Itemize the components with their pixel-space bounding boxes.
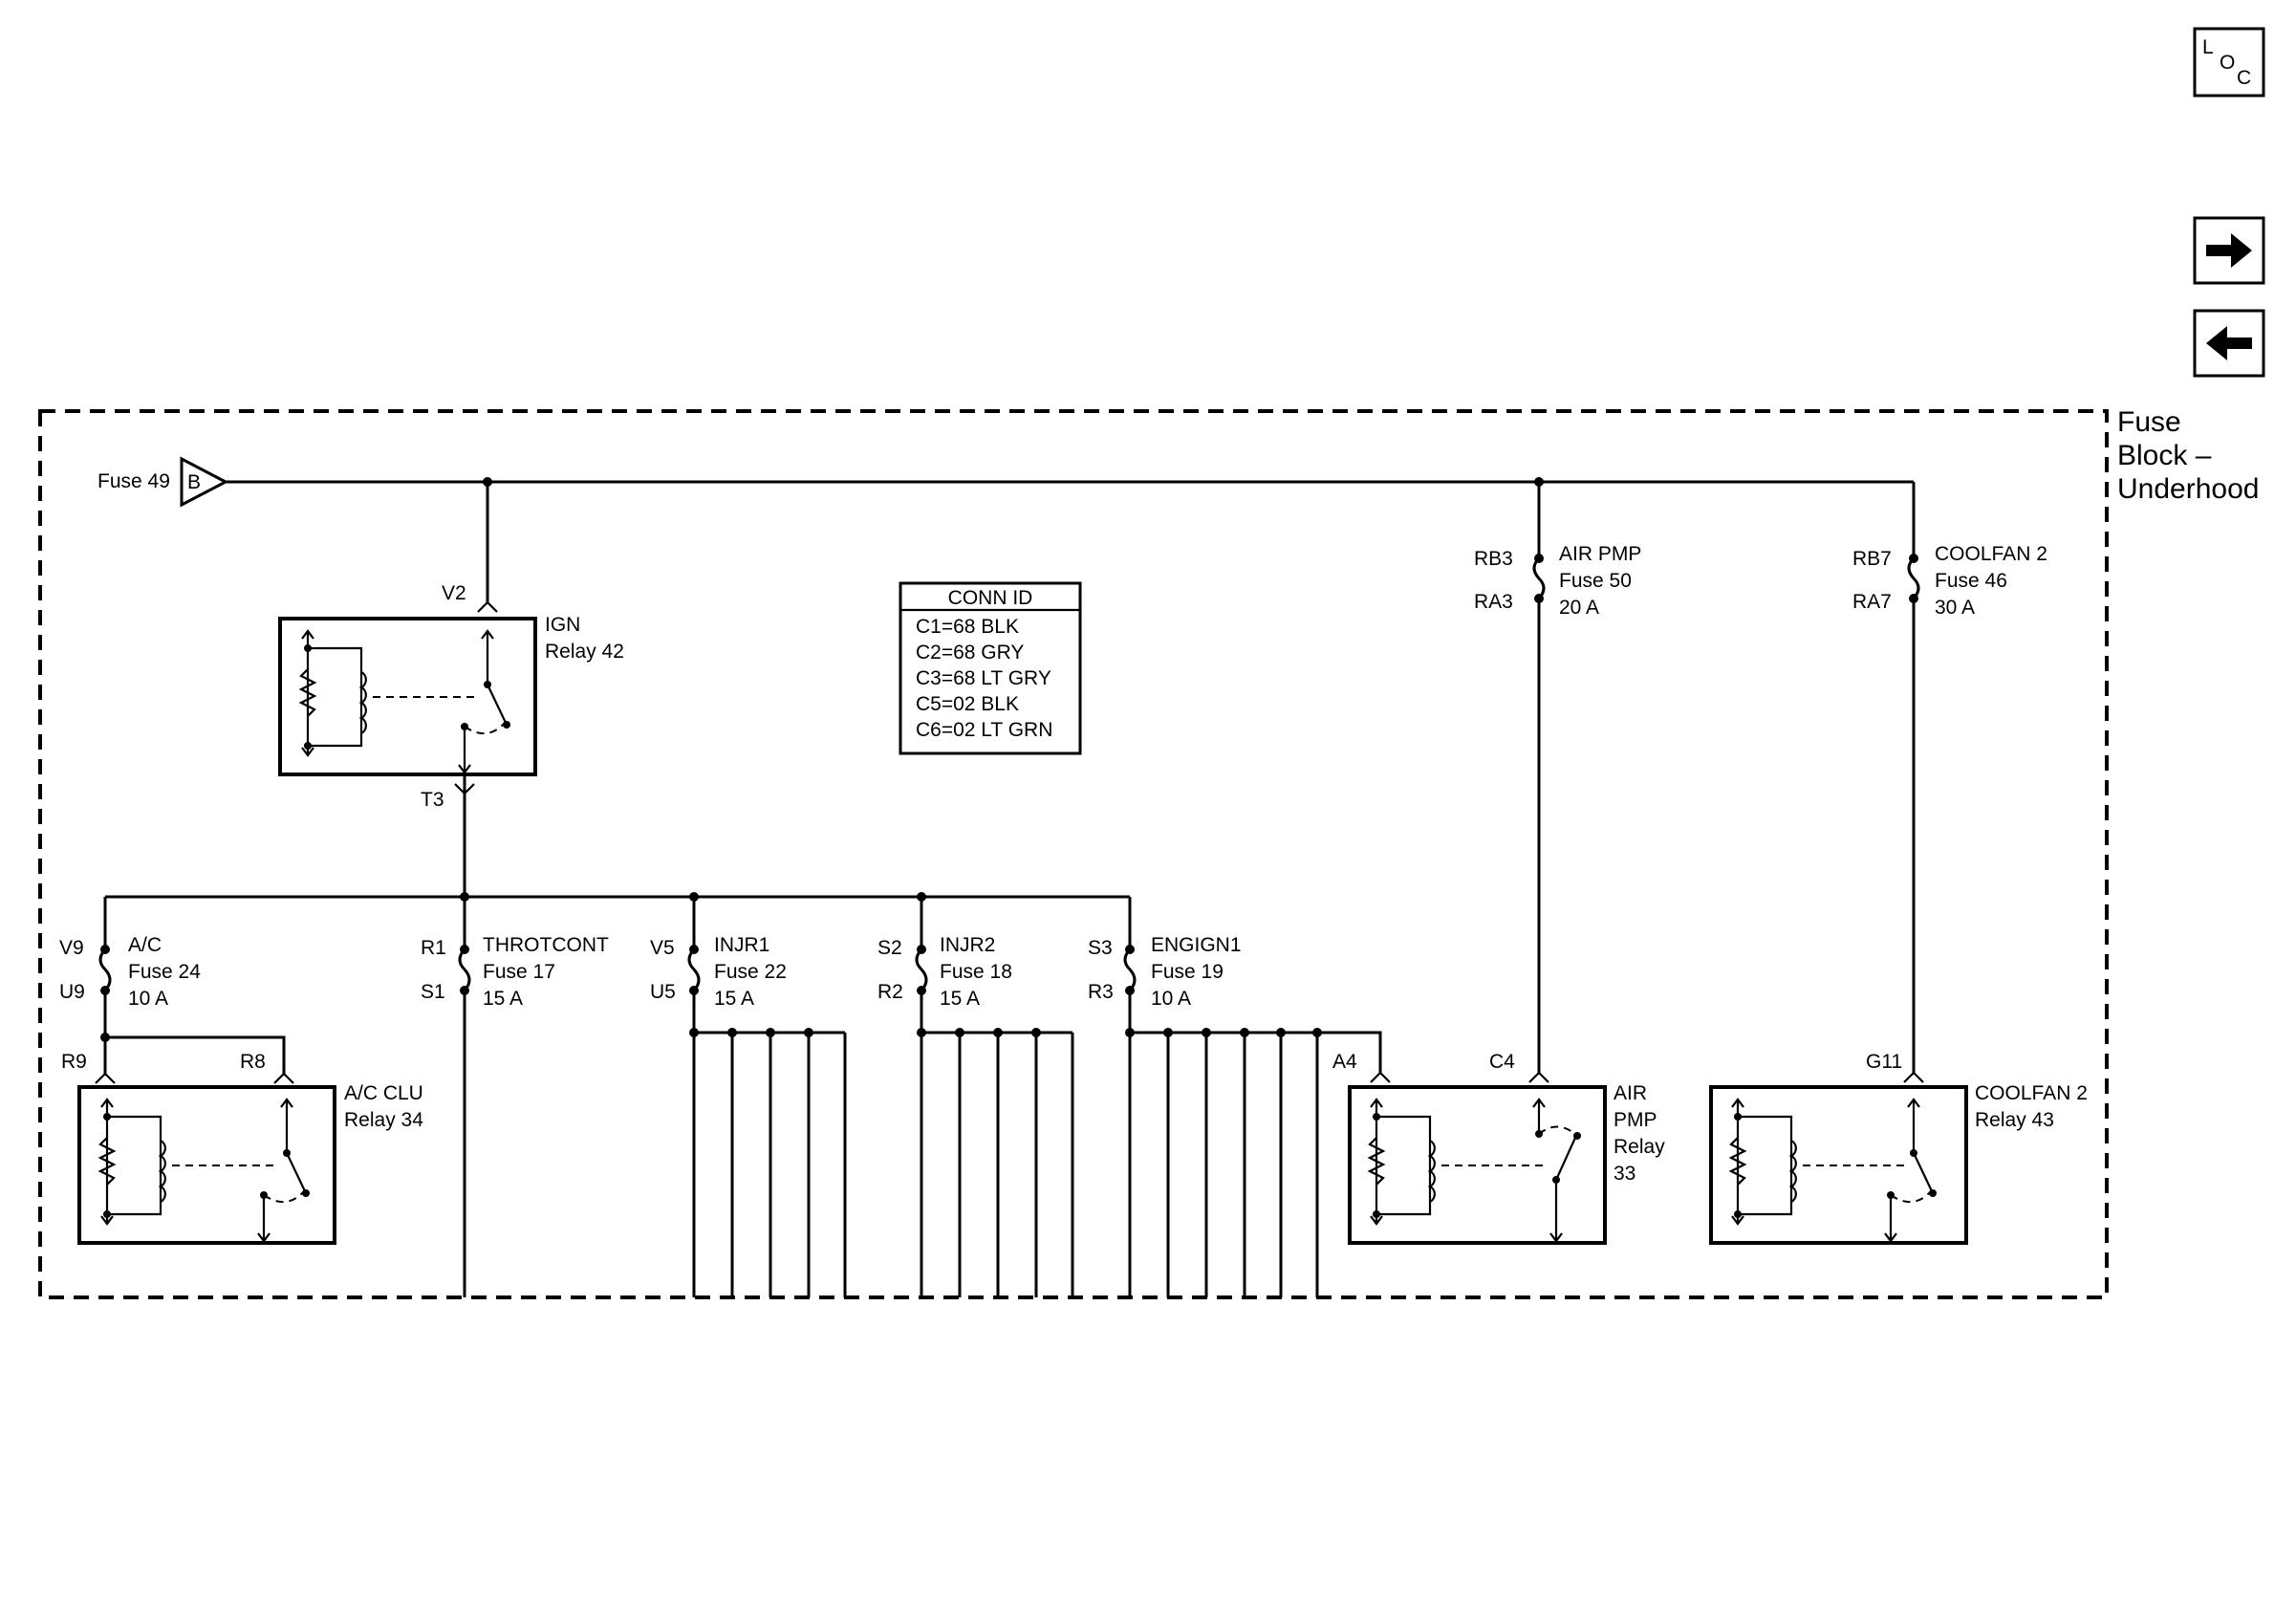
- fuse-throtcont-rating: 15 A: [483, 988, 523, 1010]
- fuse-injr1-name: INJR1: [714, 934, 769, 956]
- pin-v9: V9: [59, 937, 84, 959]
- junction: [100, 1033, 110, 1042]
- svg-text:33: 33: [1614, 1163, 1635, 1185]
- pin-s2: S2: [877, 937, 902, 959]
- fuse-coolfan2: [1907, 482, 1920, 1075]
- wire: [103, 1035, 286, 1076]
- fuse-injr1: [687, 897, 847, 1297]
- right-arrow-icon: [2206, 233, 2252, 268]
- fuse-injr1-rating: 15 A: [714, 988, 754, 1010]
- pin-c4: C4: [1489, 1051, 1515, 1073]
- fuse-air-pmp-name: AIR PMP: [1559, 543, 1641, 565]
- loc-letter-c: C: [2237, 67, 2251, 89]
- svg-text:PMP: PMP: [1614, 1109, 1657, 1131]
- fuse-throtcont: [458, 897, 471, 1297]
- fuse-air-pmp-rating: 20 A: [1559, 597, 1599, 619]
- ac-clu-relay-number: Relay 34: [344, 1109, 423, 1131]
- pin-r2: R2: [877, 981, 903, 1003]
- pin-u9: U9: [59, 981, 85, 1003]
- fuse-engign1: [1123, 897, 1382, 1297]
- air-pmp-relay-internals: [1367, 1098, 1581, 1243]
- ac-clu-relay-box: [77, 1085, 336, 1245]
- fuse-ac-number: Fuse 24: [128, 961, 201, 983]
- fuse-injr1-number: Fuse 22: [714, 961, 787, 983]
- conn-id-header: CONN ID: [948, 587, 1033, 609]
- air-pmp-relay-box: [1348, 1085, 1607, 1245]
- conn-id-row: C2=68 GRY: [916, 642, 1024, 664]
- pin-r8: R8: [240, 1051, 266, 1073]
- pin-r1: R1: [421, 937, 446, 959]
- ign-relay-number: Relay 42: [545, 641, 624, 663]
- next-page-button[interactable]: [2193, 216, 2265, 285]
- connector-female: [95, 1072, 294, 1084]
- fuse-injr2-rating: 15 A: [940, 988, 980, 1010]
- conn-id-table: CONN ID C1=68 BLK C2=68 GRY C3=68 LT GRY…: [899, 581, 1082, 755]
- fuse-engign1-rating: 10 A: [1151, 988, 1191, 1010]
- conn-id-row: C5=02 BLK: [916, 693, 1019, 715]
- fuse-ac-rating: 10 A: [128, 988, 168, 1010]
- fuse-coolfan2-name: COOLFAN 2: [1935, 543, 2047, 565]
- prev-page-button[interactable]: [2193, 309, 2265, 378]
- fuse-throtcont-name: THROTCONT: [483, 934, 609, 956]
- svg-text:AIR: AIR: [1614, 1082, 1647, 1104]
- fuse-coolfan2-number: Fuse 46: [1935, 570, 2007, 592]
- feed-connector-letter: B: [187, 471, 201, 493]
- conn-id-row: C3=68 LT GRY: [916, 667, 1051, 689]
- fuse-injr2: [915, 897, 1074, 1297]
- coolfan2-relay-box: [1709, 1085, 1968, 1245]
- fuse-injr2-name: INJR2: [940, 934, 995, 956]
- pin-ra3: RA3: [1474, 591, 1513, 613]
- feed-fuse-label: Fuse 49: [97, 470, 170, 492]
- fuse-coolfan2-rating: 30 A: [1935, 597, 1975, 619]
- pin-v2: V2: [442, 582, 466, 604]
- pin-r3: R3: [1088, 981, 1114, 1003]
- conn-id-row: C1=68 BLK: [916, 616, 1019, 638]
- ign-relay-internals: [298, 629, 510, 774]
- pin-g11: G11: [1866, 1051, 1902, 1073]
- loc-letter-o: O: [2220, 52, 2235, 74]
- feed-connector-triangle: [180, 456, 229, 508]
- ign-relay-box: [278, 617, 537, 776]
- pin-t3: T3: [421, 789, 444, 811]
- loc-letter-l: L: [2202, 36, 2214, 58]
- pin-rb7: RB7: [1852, 548, 1892, 570]
- fuse-air-pmp-number: Fuse 50: [1559, 570, 1632, 592]
- left-arrow-icon: [2206, 326, 2252, 360]
- connector-female: [477, 600, 498, 613]
- fuse-injr2-number: Fuse 18: [940, 961, 1012, 983]
- fuse-block-title: Fuse Block – Underhood: [2117, 406, 2259, 505]
- fuse-throtcont-number: Fuse 17: [483, 961, 555, 983]
- pin-s3: S3: [1088, 937, 1113, 959]
- connector-female: [1370, 1071, 1549, 1083]
- loc-button[interactable]: L O C: [2193, 27, 2265, 98]
- ac-clu-relay-name: A/C CLU: [344, 1082, 423, 1104]
- fuse-engign1-name: ENGIGN1: [1151, 934, 1242, 956]
- fuse-engign1-number: Fuse 19: [1151, 961, 1224, 983]
- pin-r9: R9: [61, 1051, 87, 1073]
- coolfan2-relay-number: Relay 43: [1975, 1109, 2054, 1131]
- conn-id-row: C6=02 LT GRN: [916, 719, 1052, 741]
- pin-s1: S1: [421, 981, 445, 1003]
- pin-rb3: RB3: [1474, 548, 1513, 570]
- fuse-ac-name: A/C: [128, 934, 162, 956]
- svg-text:Relay: Relay: [1614, 1136, 1665, 1158]
- pin-u5: U5: [650, 981, 676, 1003]
- pin-v5: V5: [650, 937, 675, 959]
- svg-text:Block –: Block –: [2117, 440, 2212, 471]
- ign-relay-name: IGN: [545, 614, 580, 636]
- pin-a4: A4: [1332, 1051, 1357, 1073]
- pin-ra7: RA7: [1852, 591, 1892, 613]
- fuse-ac: [98, 897, 112, 1037]
- connector-female: [1903, 1071, 1924, 1083]
- air-pmp-relay-name: AIR PMP Relay 33: [1614, 1082, 1665, 1185]
- svg-text:Fuse: Fuse: [2117, 406, 2181, 438]
- fuse-air-pmp: [1532, 482, 1546, 1075]
- coolfan2-relay-internals: [1728, 1098, 1937, 1243]
- coolfan2-relay-name: COOLFAN 2: [1975, 1082, 2088, 1104]
- svg-text:Underhood: Underhood: [2117, 473, 2259, 505]
- ac-clu-relay-internals: [97, 1098, 310, 1243]
